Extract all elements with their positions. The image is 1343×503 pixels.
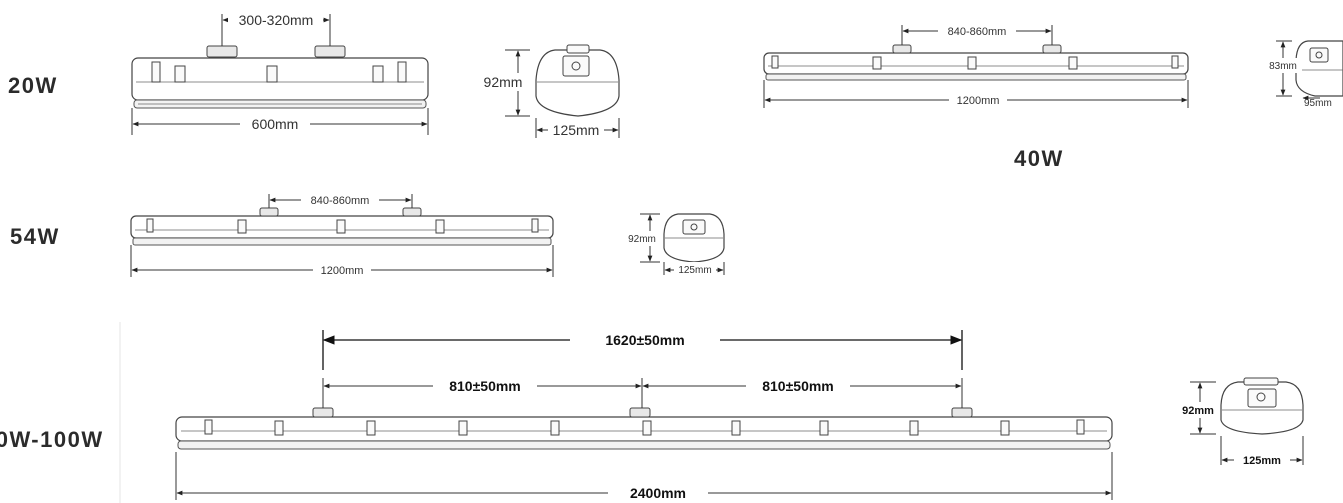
bracket-spacing-total-dimension: 1620±50mm xyxy=(322,330,963,370)
dimension-text: 2400mm xyxy=(630,485,686,501)
length-dimension: 2400mm xyxy=(175,452,1113,502)
length-dimension: 600mm xyxy=(131,108,429,135)
dimension-text: 600mm xyxy=(252,116,299,132)
bracket-spacing-dimension: 840-860mm xyxy=(901,23,1053,45)
dimension-text: 125mm xyxy=(553,122,600,138)
fixture-side-view xyxy=(175,407,1113,450)
fixture-side-view xyxy=(131,45,429,109)
bracket-spacing-split-dimension: 810±50mm 810±50mm xyxy=(322,377,963,408)
dimension-text: 95mm xyxy=(1304,98,1332,109)
wattage-label: 54W xyxy=(10,224,60,249)
dimension-text: 125mm xyxy=(1243,455,1281,467)
end-view: 92mm 125mm xyxy=(477,44,620,139)
length-dimension: 1200mm xyxy=(763,80,1189,108)
variant-40w: 40W 840-860mm 1200mm xyxy=(763,23,1343,171)
dimension-text: 92mm xyxy=(484,74,523,90)
dimension-text: 1200mm xyxy=(957,95,1000,107)
dimension-text: 1620±50mm xyxy=(605,332,684,348)
variant-54w: 54W 840-860mm 1200mm xyxy=(10,192,725,278)
fixture-side-view xyxy=(130,207,554,246)
wattage-label: 80W-100W xyxy=(0,427,104,452)
dimension-text: 92mm xyxy=(1182,405,1214,417)
end-view: 92mm 125mm xyxy=(622,213,725,277)
end-view: 92mm 125mm xyxy=(1176,377,1304,468)
dimension-text: 92mm xyxy=(628,234,656,245)
variant-80w-100w: 80W-100W 1620±50mm xyxy=(0,322,1304,503)
dimension-text: 83mm xyxy=(1269,61,1297,72)
dimension-text: 125mm xyxy=(678,265,711,276)
wattage-label: 40W xyxy=(1014,146,1064,171)
fixture-side-view xyxy=(763,44,1189,81)
dimension-text: 810±50mm xyxy=(762,378,834,394)
dimension-text: 1200mm xyxy=(321,265,364,277)
dimension-text: 300-320mm xyxy=(239,12,314,28)
bracket-spacing-dimension: 840-860mm xyxy=(268,192,413,208)
variant-20w: 20W 300-320mm 600mm xyxy=(8,10,620,139)
dimension-text: 810±50mm xyxy=(449,378,521,394)
dimension-text: 840-860mm xyxy=(948,26,1007,38)
bracket-spacing-dimension: 300-320mm xyxy=(221,10,331,46)
end-view: 83mm 95mm xyxy=(1264,40,1343,109)
length-dimension: 1200mm xyxy=(130,245,554,278)
dimension-text: 840-860mm xyxy=(311,195,370,207)
wattage-label: 20W xyxy=(8,73,58,98)
